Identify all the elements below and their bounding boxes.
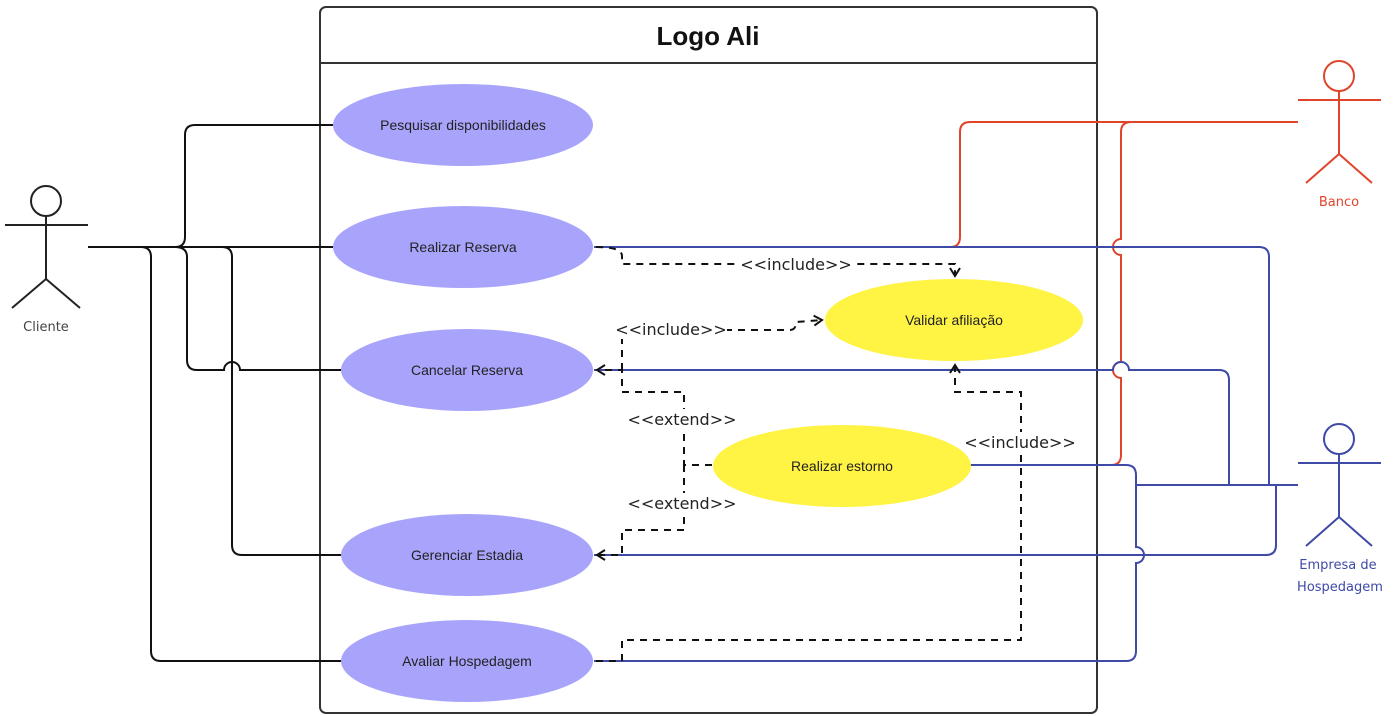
- actor-empresa-label-line2: Hospedagem: [1297, 580, 1383, 595]
- cliente-associations: [88, 124, 343, 662]
- include-cancelar-validar: [621, 314, 824, 370]
- use-case-realizar-estorno-label: Realizar estorno: [791, 458, 893, 474]
- actor-empresa-hospedagem[interactable]: [1298, 423, 1381, 547]
- assoc-empresa-avaliar: [594, 485, 1145, 662]
- actor-cliente[interactable]: [5, 185, 88, 309]
- relation-labels: <<include>> <<include>> <<extend>> <<ext…: [615, 254, 1076, 513]
- label-include-avaliar: <<include>>: [964, 433, 1076, 452]
- use-case-validar-afiliacao-label: Validar afiliação: [905, 312, 1003, 328]
- assoc-empresa-gerenciar: [594, 485, 1277, 556]
- label-extend-gerenciar: <<extend>>: [627, 494, 736, 513]
- use-case-avaliar-hospedagem-label: Avaliar Hospedagem: [402, 653, 532, 669]
- actor-empresa-label: Empresa de Hospedagem: [1297, 558, 1383, 595]
- empresa-associations: [594, 246, 1298, 662]
- use-case-realizar-reserva[interactable]: Realizar Reserva: [333, 206, 593, 288]
- assoc-cliente-avaliar: [140, 246, 343, 662]
- system-title: Logo Ali: [656, 21, 759, 51]
- assoc-empresa-cancelar: [594, 361, 1230, 485]
- extend-estorno-cancelar: [595, 364, 712, 466]
- use-case-realizar-estorno[interactable]: Realizar estorno: [713, 425, 971, 507]
- label-extend-cancelar: <<extend>>: [627, 410, 736, 429]
- use-case-pesquisar-label: Pesquisar disponibilidades: [380, 117, 546, 133]
- assoc-empresa-estorno: [970, 464, 1298, 486]
- use-case-avaliar-hospedagem[interactable]: Avaliar Hospedagem: [341, 620, 593, 702]
- actor-banco-label: Banco: [1319, 195, 1359, 210]
- assoc-cliente-pesquisar: [174, 124, 333, 248]
- use-case-pesquisar[interactable]: Pesquisar disponibilidades: [333, 84, 593, 166]
- label-include-cancelar: <<include>>: [615, 320, 727, 339]
- assoc-empresa-realizar-reserva: [594, 246, 1298, 486]
- use-case-validar-afiliacao[interactable]: Validar afiliação: [825, 279, 1083, 361]
- assoc-cliente-cancelar: [174, 246, 343, 371]
- include-avaliar-validar: [596, 363, 1022, 662]
- actor-cliente-label: Cliente: [23, 320, 69, 335]
- assoc-banco-realizar-estorno: [1090, 121, 1298, 466]
- label-include-reserva: <<include>>: [740, 255, 852, 274]
- use-case-realizar-reserva-label: Realizar Reserva: [409, 239, 517, 255]
- assoc-cliente-gerenciar: [221, 246, 343, 556]
- use-case-cancelar-reserva[interactable]: Cancelar Reserva: [341, 329, 593, 411]
- use-case-gerenciar-estadia[interactable]: Gerenciar Estadia: [341, 514, 593, 596]
- use-case-cancelar-reserva-label: Cancelar Reserva: [411, 362, 523, 378]
- actor-empresa-label-line1: Empresa de: [1299, 558, 1376, 573]
- include-reserva-validar: [595, 246, 961, 278]
- use-case-gerenciar-estadia-label: Gerenciar Estadia: [411, 547, 523, 563]
- actor-banco[interactable]: [1298, 60, 1381, 184]
